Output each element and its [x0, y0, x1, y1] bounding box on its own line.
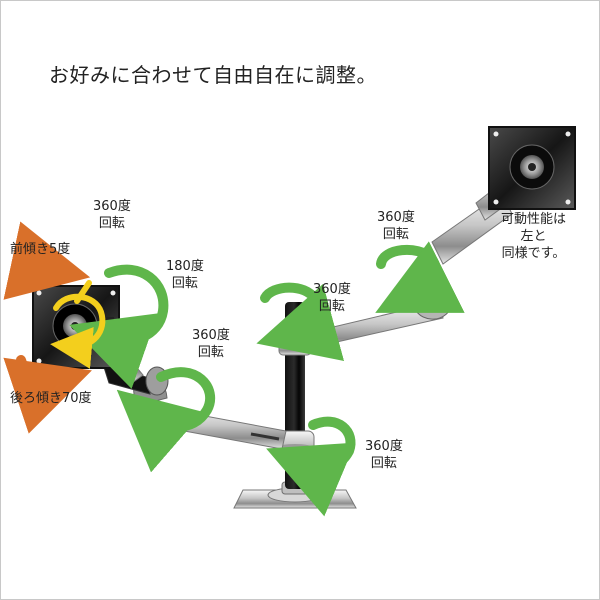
- curved-orange-arrow-icon: [3, 221, 91, 300]
- page-title: お好みに合わせて自由自在に調整。: [49, 63, 377, 87]
- yellow-pointer-line: [74, 280, 92, 304]
- left-elbow-360-label: 360度 回転: [192, 328, 230, 360]
- curved-green-arrow-icon: [116, 367, 216, 473]
- right-arm-360-label: 360度 回転: [377, 210, 415, 242]
- backward-tilt-label: 後ろ傾き70度: [10, 391, 92, 406]
- left-arm-180-label: 180度 回転: [166, 259, 204, 291]
- curved-green-arrow-icon: [266, 416, 356, 517]
- base-360-label: 360度 回転: [365, 439, 403, 471]
- right-side-note: 可動性能は 左と 同様です。: [501, 212, 567, 261]
- forward-tilt-label: 前傾き5度: [10, 242, 71, 257]
- curved-green-arrow-icon: [256, 282, 345, 362]
- monitor-rotation-label: 360度 回転: [93, 199, 131, 231]
- curved-orange-arrow-icon: [3, 355, 92, 434]
- curved-green-arrow-icon: [69, 264, 169, 389]
- curved-green-arrow-icon: [375, 241, 465, 313]
- yellow-rotation-arrow-icon: [50, 293, 106, 369]
- right-monitor-plate: [488, 126, 576, 210]
- center-pole-360-label: 360度 回転: [313, 282, 351, 314]
